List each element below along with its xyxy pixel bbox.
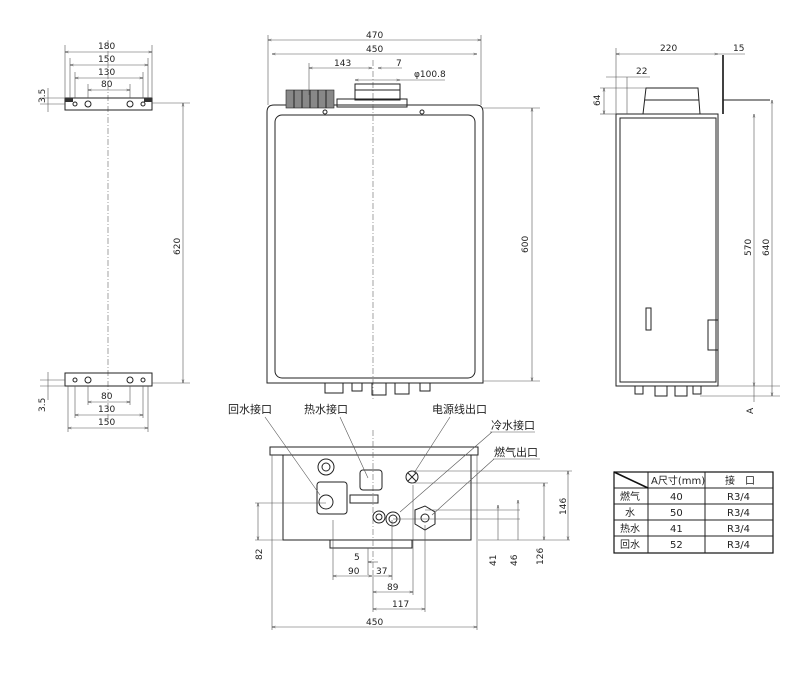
row-port: R3/4 — [727, 540, 750, 551]
spec-table: A尺寸(mm) 接 口 燃气 40 R3/4 水 50 R3/4 热水 41 R… — [613, 471, 774, 554]
row-name: 回水 — [620, 539, 640, 551]
bottom-view: 回水接口 热水接口 电源线出口 冷水接口 燃气出口 82 5 90 37 89 … — [228, 402, 572, 630]
bottom-connectors — [324, 382, 431, 396]
row-name: 燃气 — [620, 490, 640, 503]
dim-620: 620 — [173, 238, 183, 255]
dim-130-bottom: 130 — [98, 405, 115, 415]
side-connectors — [634, 385, 702, 397]
dim-64: 64 — [593, 94, 603, 106]
dim-640: 640 — [762, 239, 772, 256]
dim-146: 146 — [559, 498, 569, 515]
table-row: 燃气 40 R3/4 — [620, 490, 750, 503]
label-return-water: 回水接口 — [228, 403, 272, 416]
row-port: R3/4 — [727, 492, 750, 503]
dim-82: 82 — [255, 549, 265, 560]
dim-80: 80 — [101, 80, 113, 90]
dim-600: 600 — [521, 236, 531, 253]
dim-22: 22 — [636, 67, 647, 77]
dim-5: 5 — [354, 553, 360, 563]
dim-570: 570 — [744, 239, 754, 256]
row-port: R3/4 — [727, 524, 750, 535]
table-row: 回水 52 R3/4 — [620, 539, 750, 551]
dim-150: 150 — [98, 55, 115, 65]
row-a: 50 — [670, 508, 683, 519]
dim-flue-diameter: φ100.8 — [414, 70, 446, 80]
row-name: 热水 — [620, 522, 640, 535]
dim-470: 470 — [366, 31, 383, 41]
label-power-cable: 电源线出口 — [432, 402, 487, 416]
dim-3-5-top: 3.5 — [38, 89, 48, 103]
row-port: R3/4 — [727, 508, 750, 519]
dim-90: 90 — [348, 567, 360, 577]
dim-450-bottom: 450 — [366, 618, 383, 628]
dim-126: 126 — [536, 548, 546, 565]
dim-41: 41 — [489, 555, 499, 566]
dim-180: 180 — [98, 42, 115, 52]
dim-3-5-bottom: 3.5 — [38, 398, 48, 412]
dim-46: 46 — [510, 554, 520, 566]
row-a: 41 — [670, 524, 683, 535]
bottom-bracket — [64, 372, 153, 387]
dim-a: A — [746, 407, 756, 414]
front-view: 470 450 143 7 φ100.8 600 — [266, 31, 540, 400]
label-hot-water: 热水接口 — [304, 403, 348, 416]
dim-130: 130 — [98, 68, 115, 78]
row-a: 52 — [670, 540, 683, 551]
header-port: 接 口 — [725, 474, 755, 487]
table-row: 水 50 R3/4 — [625, 507, 750, 519]
header-a-dimension: A尺寸(mm) — [651, 474, 705, 487]
row-name: 水 — [625, 507, 635, 519]
dim-117: 117 — [392, 600, 409, 610]
dim-150-bottom: 150 — [98, 418, 115, 428]
dim-37: 37 — [376, 567, 387, 577]
label-gas: 燃气出口 — [494, 445, 538, 459]
dim-143: 143 — [334, 59, 351, 69]
dim-220: 220 — [660, 44, 677, 54]
header-diagonal — [613, 471, 649, 489]
row-a: 40 — [670, 492, 683, 503]
dim-80-bottom: 80 — [101, 392, 113, 402]
dim-450: 450 — [366, 45, 383, 55]
dim-15: 15 — [733, 44, 744, 54]
bracket-view: 180 150 130 80 3.5 620 3.5 80 130 150 — [38, 40, 190, 432]
dim-89: 89 — [387, 583, 399, 593]
label-cold-water: 冷水接口 — [491, 419, 535, 432]
side-view: 220 15 22 64 570 640 A — [593, 44, 780, 414]
table-row: 热水 41 R3/4 — [620, 522, 750, 535]
fan-housing — [285, 89, 335, 109]
dim-7: 7 — [396, 59, 402, 69]
top-bracket — [64, 97, 153, 111]
